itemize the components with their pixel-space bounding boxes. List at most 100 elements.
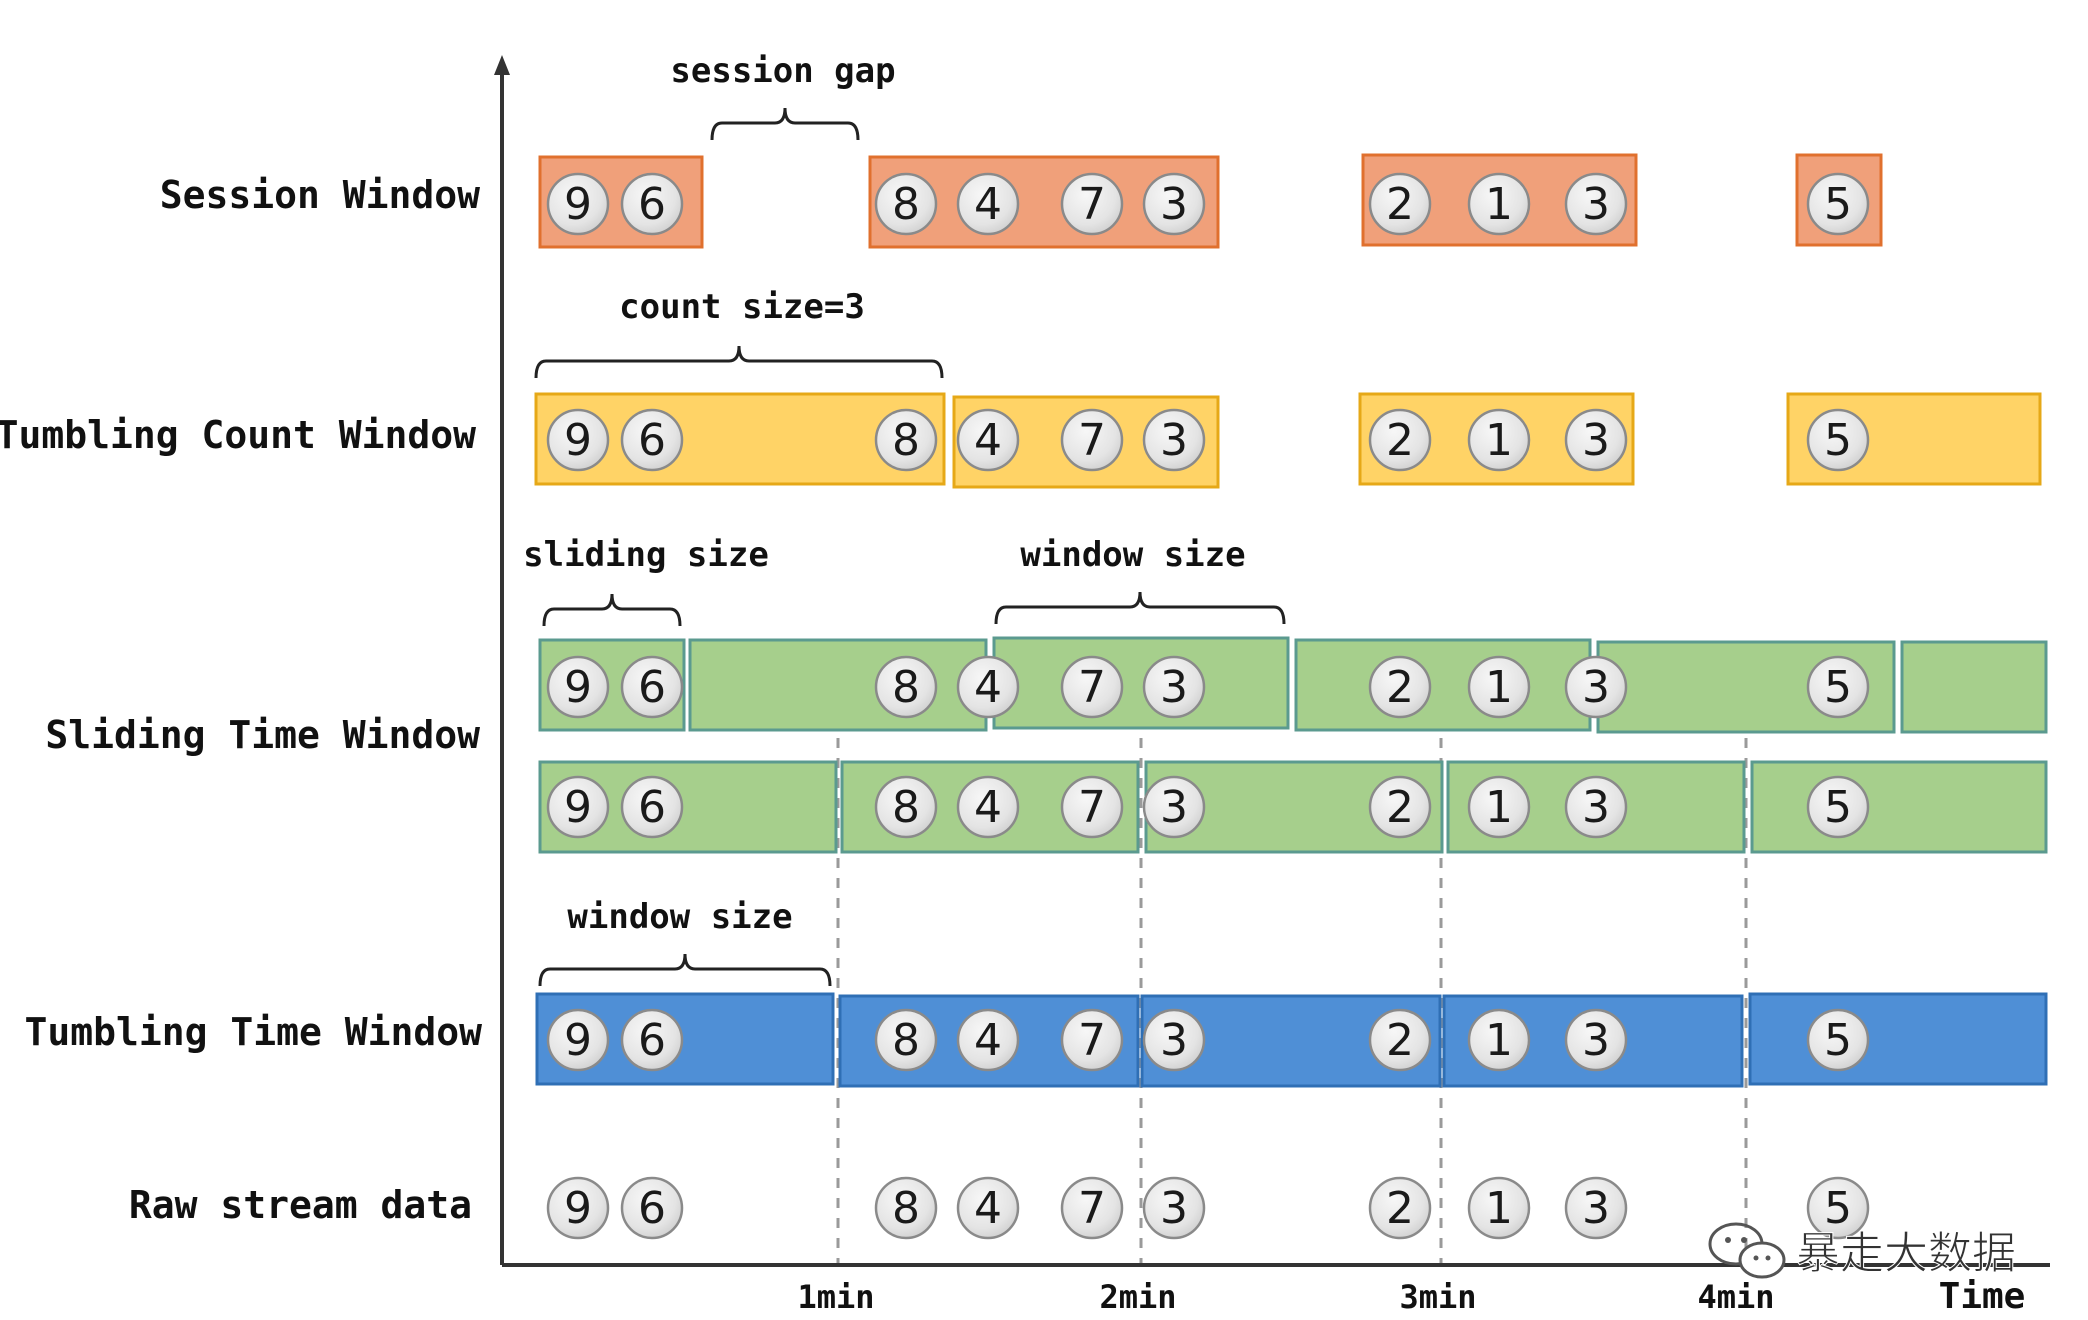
data-point-value: 9 <box>564 1183 592 1234</box>
data-point-count: 5 <box>1806 408 1870 472</box>
data-point-session: 6 <box>620 172 684 236</box>
data-point-value: 8 <box>892 415 920 466</box>
data-point-circle <box>956 172 1020 236</box>
data-point-value: 3 <box>1160 1183 1188 1234</box>
window-box-sliding <box>688 638 988 732</box>
data-point-session: 9 <box>546 172 610 236</box>
data-point-tumbling: 6 <box>620 1008 684 1072</box>
data-point-sliding: 1 <box>1467 655 1531 719</box>
data-point-circle <box>1806 408 1870 472</box>
brace-session-gap <box>710 107 860 141</box>
data-point-sliding: 4 <box>956 655 1020 719</box>
data-point-circle <box>1060 775 1124 839</box>
data-point-value: 3 <box>1160 782 1188 833</box>
data-point-value: 2 <box>1386 1183 1414 1234</box>
data-point-sliding: 7 <box>1060 655 1124 719</box>
data-point-circle <box>1467 655 1531 719</box>
tick-label-1min: 1min <box>797 1278 874 1316</box>
data-point-circle <box>1806 172 1870 236</box>
data-point-tumbling: 3 <box>1142 1008 1206 1072</box>
data-point-session: 8 <box>874 172 938 236</box>
data-point-value: 3 <box>1160 662 1188 713</box>
data-point-circle <box>546 172 610 236</box>
annotation-window-size-sliding: window size <box>1020 535 1245 575</box>
data-point-raw: 5 <box>1806 1176 1870 1240</box>
data-point-sliding: 1 <box>1467 775 1531 839</box>
row-label-sliding: Sliding Time Window <box>45 713 480 757</box>
brace-window-size-sliding <box>994 591 1286 625</box>
data-point-circle <box>1142 1176 1206 1240</box>
data-point-raw: 2 <box>1368 1176 1432 1240</box>
data-point-count: 3 <box>1564 408 1628 472</box>
data-point-sliding: 3 <box>1142 655 1206 719</box>
tick-label-2min: 2min <box>1099 1278 1176 1316</box>
data-point-raw: 9 <box>546 1176 610 1240</box>
data-point-circle <box>1564 408 1628 472</box>
data-point-tumbling: 2 <box>1368 1008 1432 1072</box>
data-point-tumbling: 8 <box>874 1008 938 1072</box>
data-point-circle <box>1806 1176 1870 1240</box>
tick-label-3min: 3min <box>1399 1278 1476 1316</box>
data-point-value: 2 <box>1386 1015 1414 1066</box>
data-point-session: 5 <box>1806 172 1870 236</box>
data-point-sliding: 5 <box>1806 655 1870 719</box>
data-point-circle <box>546 1176 610 1240</box>
data-point-circle <box>1467 1176 1531 1240</box>
data-point-circle <box>546 408 610 472</box>
data-point-value: 6 <box>638 415 666 466</box>
data-point-tumbling: 9 <box>546 1008 610 1072</box>
row-label-tumbling: Tumbling Time Window <box>24 1010 482 1054</box>
data-point-circle <box>874 172 938 236</box>
data-point-sliding: 9 <box>546 775 610 839</box>
axes <box>500 62 2050 1267</box>
window-box-sliding <box>992 636 1290 730</box>
data-point-circle <box>620 655 684 719</box>
data-point-value: 6 <box>638 1183 666 1234</box>
tick-label-4min: 4min <box>1697 1278 1774 1316</box>
data-point-circle <box>1060 172 1124 236</box>
data-point-value: 5 <box>1824 415 1852 466</box>
data-point-value: 3 <box>1582 415 1610 466</box>
data-point-raw: 1 <box>1467 1176 1531 1240</box>
data-point-value: 6 <box>638 1015 666 1066</box>
row-label-raw: Raw stream data <box>129 1183 472 1227</box>
data-point-circle <box>1368 172 1432 236</box>
data-point-value: 4 <box>974 1183 1002 1234</box>
data-point-circle <box>620 1176 684 1240</box>
data-point-sliding: 6 <box>620 775 684 839</box>
data-point-value: 3 <box>1582 179 1610 230</box>
data-point-value: 4 <box>974 1015 1002 1066</box>
data-point-circle <box>1368 1008 1432 1072</box>
data-point-tumbling: 1 <box>1467 1008 1531 1072</box>
data-point-sliding: 3 <box>1142 775 1206 839</box>
data-point-sliding: 5 <box>1806 775 1870 839</box>
data-point-value: 3 <box>1582 1183 1610 1234</box>
data-point-value: 9 <box>564 782 592 833</box>
data-point-circle <box>1368 655 1432 719</box>
data-point-circle <box>1467 408 1531 472</box>
data-point-value: 3 <box>1582 1015 1610 1066</box>
data-point-value: 7 <box>1078 782 1106 833</box>
data-point-value: 1 <box>1485 782 1513 833</box>
data-point-session: 2 <box>1368 172 1432 236</box>
data-point-value: 6 <box>638 662 666 713</box>
data-point-value: 9 <box>564 1015 592 1066</box>
data-point-sliding: 2 <box>1368 655 1432 719</box>
data-point-value: 7 <box>1078 415 1106 466</box>
data-point-value: 2 <box>1386 415 1414 466</box>
row-label-count: Tumbling Count Window <box>0 413 476 457</box>
data-point-circle <box>1142 408 1206 472</box>
y-axis-arrow <box>494 55 510 75</box>
data-point-circle <box>546 1008 610 1072</box>
watermark-text: 暴走大数据 <box>1796 1228 2016 1279</box>
data-point-count: 8 <box>874 408 938 472</box>
window-box-sliding <box>1750 760 2048 854</box>
data-point-circle <box>1467 775 1531 839</box>
data-point-circle <box>1142 775 1206 839</box>
watermark: 暴走大数据 <box>1708 1222 2017 1280</box>
data-point-value: 8 <box>892 782 920 833</box>
data-point-circle <box>874 655 938 719</box>
data-point-tumbling: 5 <box>1806 1008 1870 1072</box>
brace-window-size-tumbling <box>538 953 832 987</box>
data-point-value: 4 <box>974 662 1002 713</box>
